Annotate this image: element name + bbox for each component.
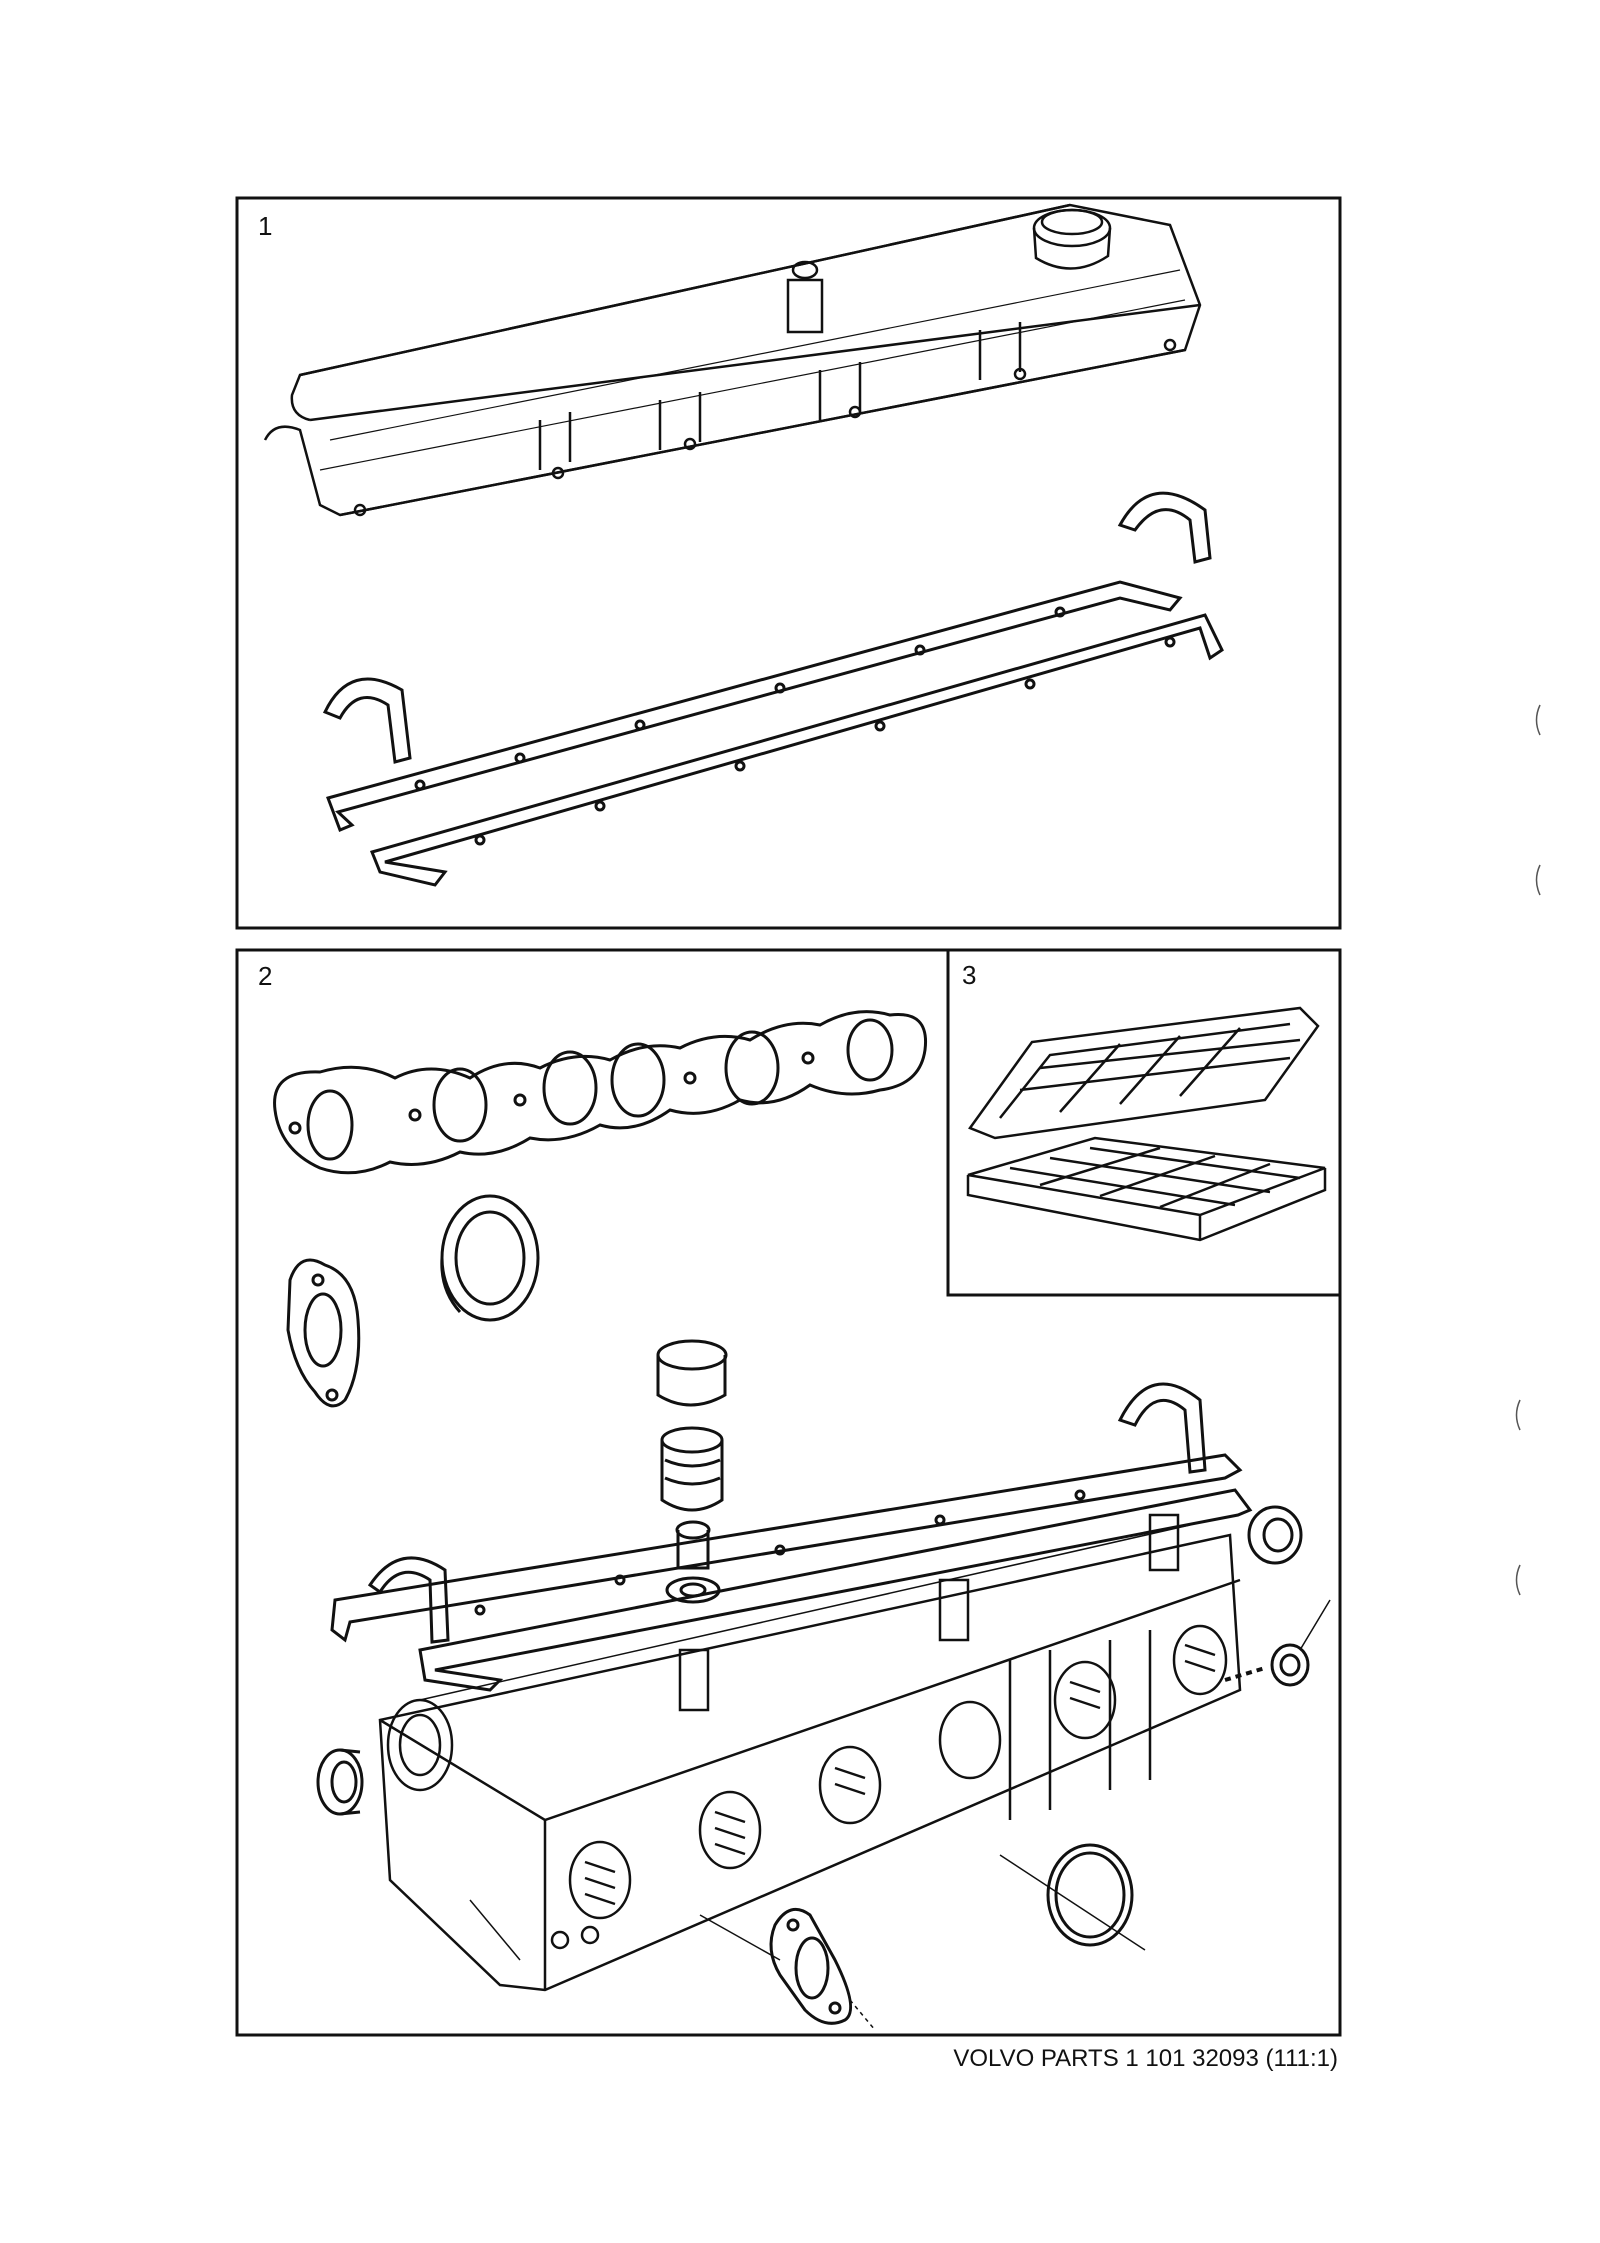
half-moon-seal-right xyxy=(1117,491,1212,564)
valve-cover-gasket-upper xyxy=(326,580,1183,832)
cover-gasket-panel-2 xyxy=(330,1382,1253,1692)
plug-seal xyxy=(1224,1599,1331,1687)
camshaft-seal-left xyxy=(316,1748,364,1816)
cylinder-head-drawing xyxy=(378,1513,1242,1992)
panel-1: 1 xyxy=(235,196,1342,930)
o-ring xyxy=(999,1843,1146,1951)
panel-3-number: 3 xyxy=(962,960,976,990)
panel-2: 2 xyxy=(235,948,1342,2037)
panel-1-number: 1 xyxy=(258,211,272,241)
panel-3: 3 xyxy=(946,948,1342,1297)
valve-cover-drawing xyxy=(263,203,1202,517)
half-moon-seal-left xyxy=(322,677,412,764)
valve-cover-gasket-lower xyxy=(369,613,1224,887)
exhaust-port-gasket xyxy=(699,1907,876,2031)
camshaft-seal-right xyxy=(1247,1505,1303,1565)
storage-box-drawing xyxy=(966,1006,1327,1242)
small-flange-gasket xyxy=(286,1258,361,1408)
diagram-caption: VOLVO PARTS 1 101 32093 (111:1) xyxy=(953,2045,1338,2072)
seal-ring xyxy=(440,1194,540,1322)
exhaust-manifold-gasket xyxy=(273,1010,928,1175)
margin-marks xyxy=(1515,704,1541,1596)
panel-2-number: 2 xyxy=(258,961,272,991)
